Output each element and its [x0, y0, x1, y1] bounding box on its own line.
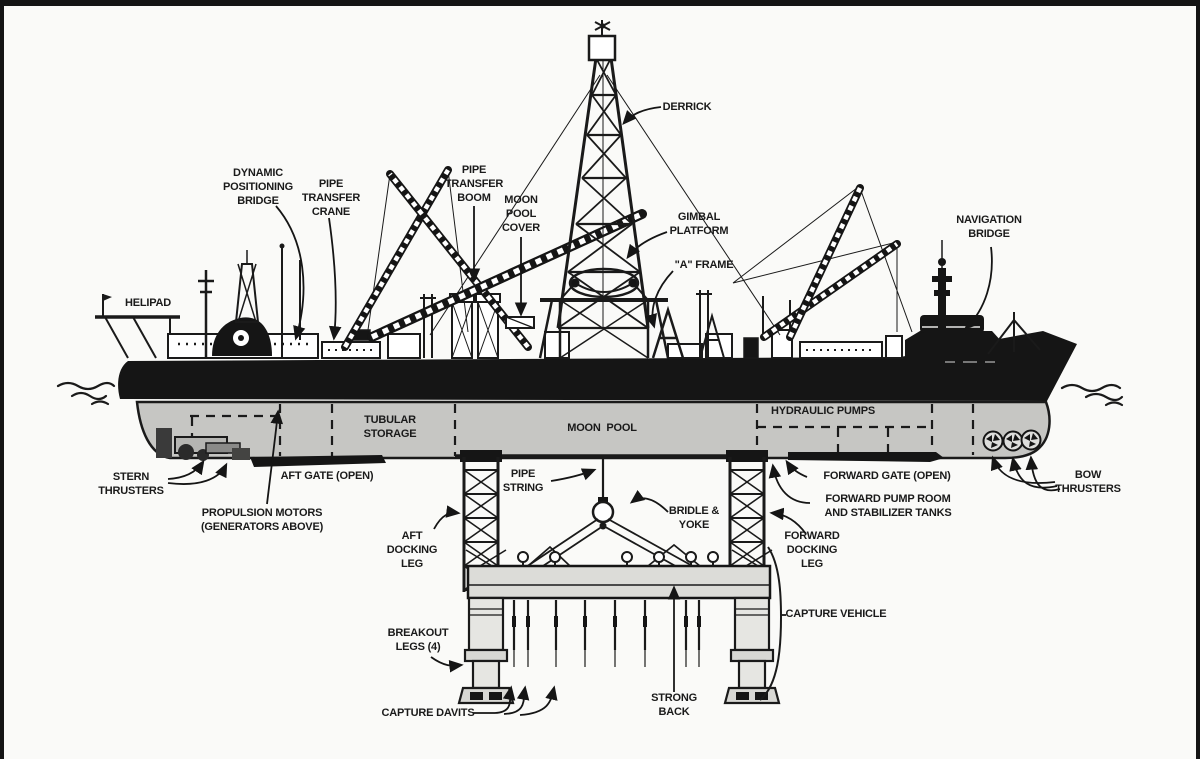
- derrick-tower: [556, 20, 650, 330]
- docking-legs: [462, 457, 766, 592]
- label-tubular-storage: TUBULAR STORAGE: [363, 414, 417, 440]
- label-bow-thrusters: BOW THRUSTERS: [1055, 469, 1121, 495]
- label-aft-docking-leg: AFT DOCKING LEG: [386, 530, 438, 570]
- crane-booms: [341, 74, 913, 351]
- label-gimbal-platform: GIMBAL PLATFORM: [669, 211, 729, 237]
- label-dynamic-positioning-bridge: DYNAMIC POSITIONING BRIDGE: [223, 167, 293, 207]
- a-frame-structure: [651, 305, 725, 359]
- label-hydraulic-pumps: HYDRAULIC PUMPS: [771, 405, 875, 418]
- label-a-frame: "A" FRAME: [674, 259, 734, 272]
- waterline-waves: [56, 381, 1124, 407]
- label-moon-pool: MOON POOL: [567, 422, 637, 435]
- gimbal-platform-structure: [505, 267, 670, 359]
- label-forward-pump-room: FORWARD PUMP ROOM AND STABILIZER TANKS: [824, 493, 952, 519]
- label-breakout-legs: BREAKOUT LEGS (4): [387, 627, 449, 653]
- hull-underwater: [135, 400, 1051, 467]
- bow-thrusters-graphic: [982, 429, 1042, 452]
- aft-superstructure: [95, 243, 319, 359]
- label-stern-thrusters: STERN THRUSTERS: [98, 471, 164, 497]
- label-helipad: HELIPAD: [124, 297, 172, 310]
- label-aft-gate-open: AFT GATE (OPEN): [280, 470, 374, 483]
- label-propulsion-motors: PROPULSION MOTORS (GENERATORS ABOVE): [200, 507, 324, 533]
- label-navigation-bridge: NAVIGATION BRIDGE: [956, 214, 1022, 240]
- label-derrick: DERRICK: [662, 101, 712, 114]
- label-moon-pool-cover: MOON POOL COVER: [501, 194, 541, 234]
- label-bridle-yoke: BRIDLE & YOKE: [668, 505, 720, 531]
- label-capture-davits: CAPTURE DAVITS: [381, 707, 475, 720]
- label-forward-gate-open: FORWARD GATE (OPEN): [823, 470, 951, 483]
- hull-main: [118, 331, 1078, 401]
- breakout-leg-aft: [457, 549, 515, 705]
- breakout-leg-forward: [723, 549, 781, 705]
- label-pipe-transfer-crane: PIPE TRANSFER CRANE: [301, 178, 361, 218]
- label-capture-vehicle: CAPTURE VEHICLE: [785, 608, 887, 621]
- label-pipe-string: PIPE STRING: [502, 468, 544, 494]
- label-strong-back: STRONG BACK: [651, 692, 697, 718]
- capture-vehicle-graphic: [457, 543, 786, 705]
- label-forward-docking-leg: FORWARD DOCKING LEG: [784, 530, 840, 570]
- capture-davits-graphic: [512, 600, 701, 667]
- label-pipe-transfer-boom: PIPE TRANSFER BOOM: [444, 164, 504, 204]
- leader-lines: [167, 106, 1061, 716]
